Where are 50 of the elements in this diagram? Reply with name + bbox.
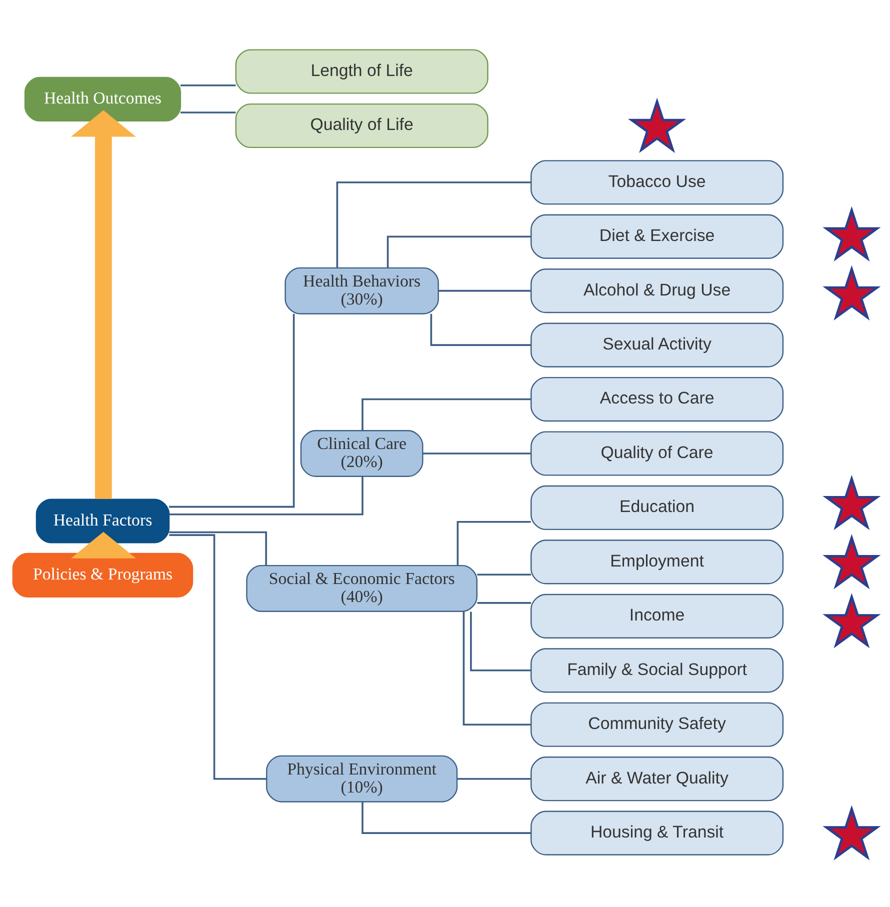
node-star [822, 593, 881, 648]
connector [386, 236, 532, 268]
connector [457, 778, 531, 780]
connector [362, 802, 531, 834]
node-box: Social & Economic Factors (40%) [246, 564, 478, 612]
node-star [822, 534, 881, 590]
connector [180, 112, 236, 114]
arrow [70, 110, 136, 499]
connector [470, 612, 531, 672]
connector [169, 534, 266, 780]
connector [422, 452, 532, 454]
node-box: Health Behaviors (30%) [284, 267, 439, 314]
node-box: Family & Social Support [530, 648, 784, 693]
connector [477, 574, 531, 576]
node-box: Policies & Programs [12, 552, 194, 598]
node-box: Quality of Life [235, 103, 488, 148]
node-box: Sexual Activity [530, 322, 784, 368]
node-box: Quality of Care [530, 431, 784, 476]
node-box: Employment [530, 540, 784, 584]
node-box: Length of Life [235, 49, 488, 94]
node-box: Access to Care [530, 376, 784, 422]
node-box: Income [530, 594, 784, 638]
connector [180, 84, 236, 86]
connector [430, 314, 531, 346]
node-box: Housing & Transit [530, 810, 784, 856]
node-star [822, 474, 881, 530]
node-box: Alcohol & Drug Use [530, 268, 784, 314]
node-star [822, 206, 881, 262]
node-box: Community Safety [530, 702, 784, 747]
connector [362, 398, 531, 430]
connector [336, 181, 532, 268]
connector [169, 314, 295, 508]
connector [462, 612, 531, 726]
connector [456, 520, 531, 566]
node-star [822, 265, 881, 320]
connector [169, 531, 267, 566]
node-box: Health Factors [36, 498, 170, 544]
node-box: Diet & Exercise [530, 214, 784, 259]
arrow [70, 532, 136, 558]
node-box: Physical Environment (10%) [266, 755, 458, 802]
node-box: Education [530, 485, 784, 530]
node-box: Clinical Care (20%) [300, 430, 424, 477]
connector [477, 602, 531, 604]
node-box: Tobacco Use [530, 160, 784, 205]
node-star [628, 98, 686, 153]
node-star [822, 805, 881, 860]
connector [169, 476, 364, 516]
node-box: Air & Water Quality [530, 756, 784, 802]
connector [438, 290, 531, 292]
node-box: Health Outcomes [24, 76, 182, 122]
